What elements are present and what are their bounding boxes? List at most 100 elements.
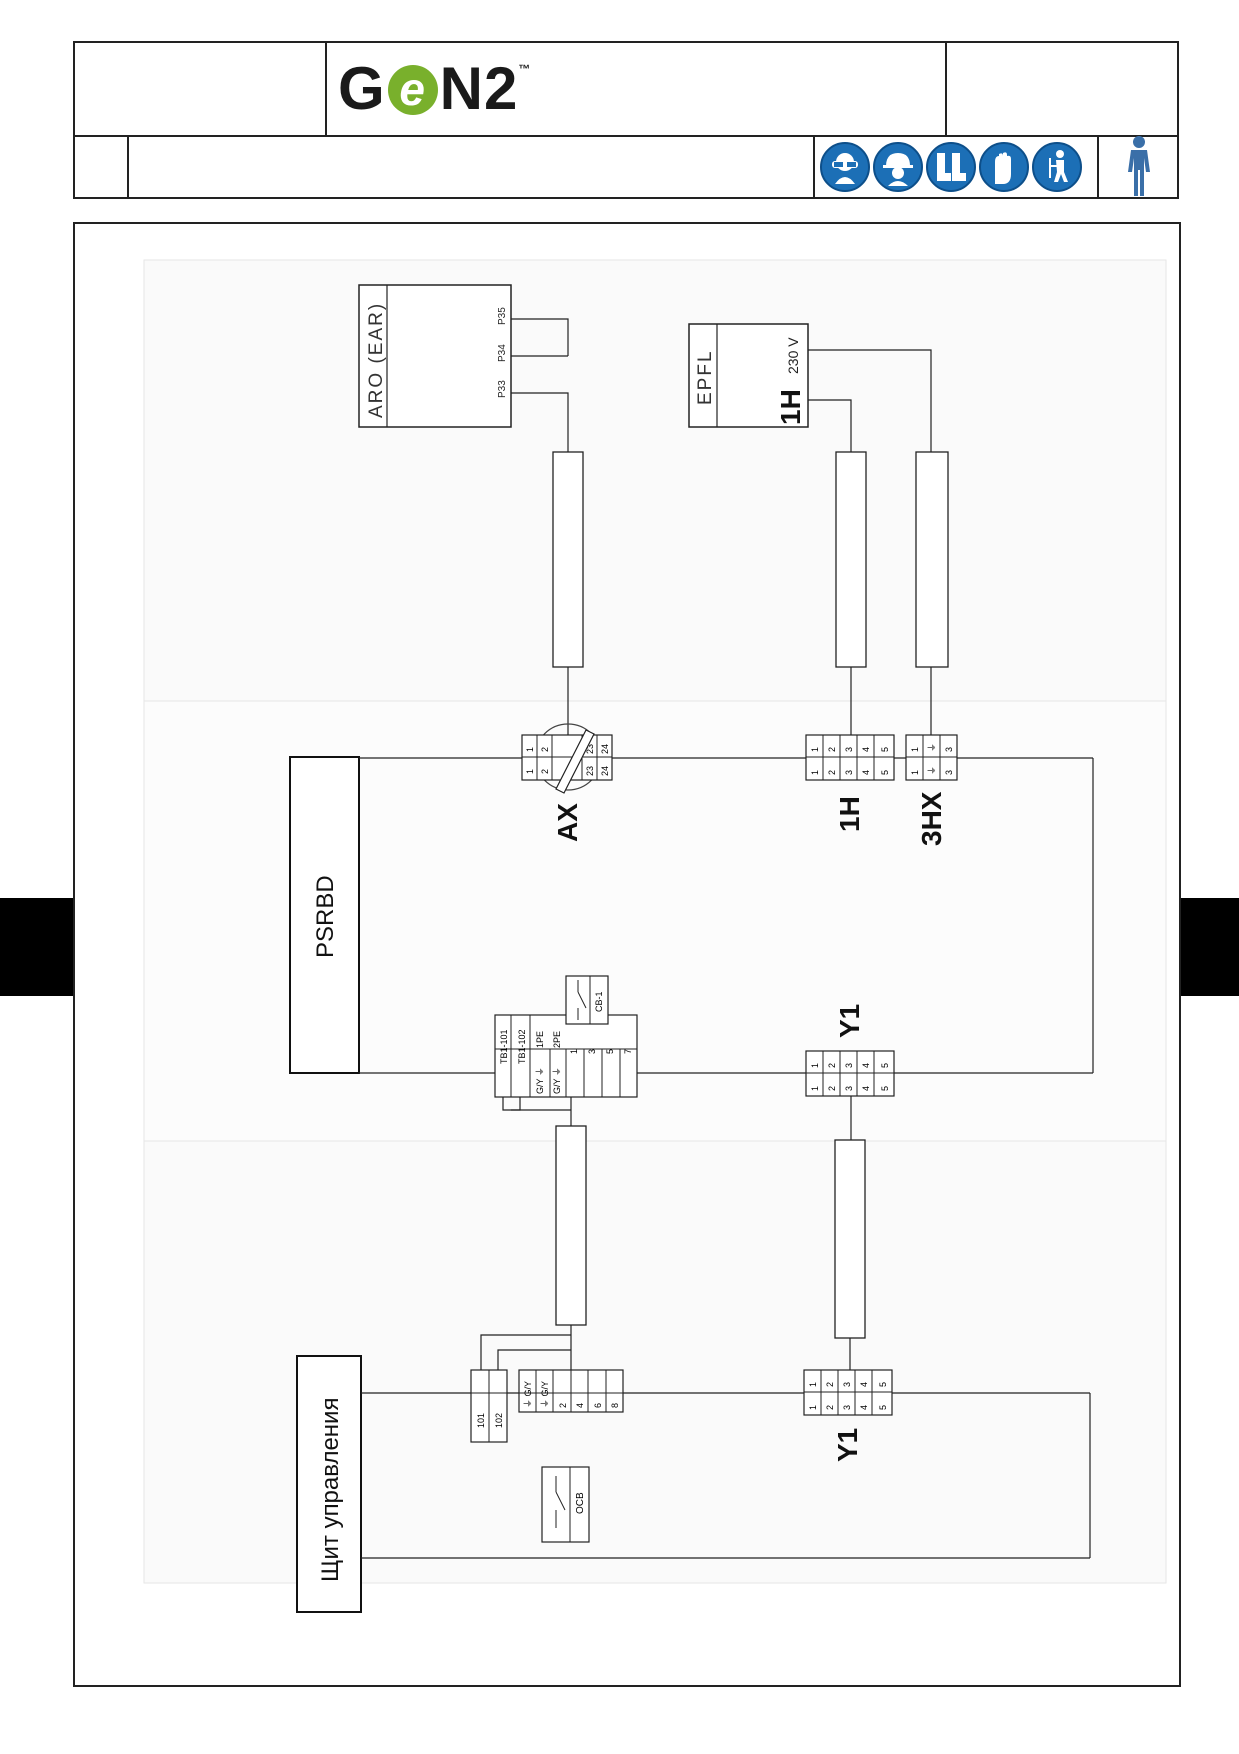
control-terminal-label: 102 bbox=[494, 1413, 504, 1428]
y1-terminal: 3 bbox=[844, 1063, 854, 1068]
3hx-terminal: 3 bbox=[944, 747, 954, 752]
psrbd-label: PSRBD bbox=[312, 875, 339, 958]
3hx-terminal: ⏚ bbox=[927, 743, 937, 752]
ax-terminal: 1 bbox=[525, 747, 535, 752]
aro-pin-p34: P34 bbox=[497, 344, 508, 362]
control-terminal-strip: ⏚ G/Y ⏚ G/Y 2 4 6 8 bbox=[518, 1369, 624, 1413]
terminal-1h: 1 2 3 4 5 1 2 3 4 5 1H bbox=[805, 734, 895, 832]
title-block-divider bbox=[945, 43, 947, 135]
3hx-terminal: ⏚ bbox=[927, 766, 937, 775]
y1-terminal: 2 bbox=[827, 1086, 837, 1091]
epfl-device: EPFL 1H 230 V bbox=[688, 323, 932, 452]
y1-terminal: 3 bbox=[842, 1382, 852, 1387]
terminal-y1-bottom: 1 2 3 4 5 1 2 3 4 5 Y1 bbox=[803, 1369, 893, 1462]
1h-terminal: 4 bbox=[861, 747, 871, 752]
y1-terminal: 3 bbox=[842, 1405, 852, 1410]
control-strip-terminal: 6 bbox=[593, 1403, 603, 1408]
control-panel-box bbox=[296, 1355, 362, 1613]
aro-pin-p35: P35 bbox=[497, 307, 508, 325]
ax-connector: 1 2 1 2 23 24 23 24 AX bbox=[521, 723, 613, 842]
epfl-1h-label: 1H bbox=[775, 389, 806, 425]
cable-power bbox=[555, 1125, 587, 1326]
diagram-frame bbox=[73, 222, 1181, 1687]
3hx-terminal: 3 bbox=[944, 770, 954, 775]
hard-hat-icon bbox=[873, 142, 923, 192]
protective-gloves-icon bbox=[979, 142, 1029, 192]
side-tab-right bbox=[1181, 898, 1239, 996]
tb1-terminal: 3 bbox=[587, 1049, 597, 1054]
epfl-label: EPFL bbox=[695, 349, 716, 405]
ax-terminal: 23 bbox=[585, 766, 595, 776]
y1-terminal: 1 bbox=[810, 1063, 820, 1068]
y1-terminal: 2 bbox=[825, 1405, 835, 1410]
safety-boots-icon bbox=[926, 142, 976, 192]
ocb-label: OCB bbox=[575, 1492, 586, 1514]
control-terminal-label: 101 bbox=[476, 1413, 486, 1428]
tb1-terminal: 1 bbox=[569, 1049, 579, 1054]
control-strip-terminal: ⏚ G/Y bbox=[540, 1381, 550, 1408]
cable-aro bbox=[552, 451, 584, 668]
tb1-label: TB1-101 bbox=[499, 1029, 509, 1064]
1h-terminal: 5 bbox=[880, 770, 890, 775]
ocb-breaker: OCB bbox=[541, 1466, 590, 1543]
1h-terminal: 4 bbox=[861, 770, 871, 775]
y1-terminal: 5 bbox=[880, 1086, 890, 1091]
1h-terminal: 3 bbox=[844, 770, 854, 775]
y1-top-label: Y1 bbox=[834, 1004, 865, 1038]
y1-terminal: 2 bbox=[827, 1063, 837, 1068]
control-strip-terminal: 8 bbox=[610, 1403, 620, 1408]
1h-terminal: 2 bbox=[827, 770, 837, 775]
aro-pin-p33: P33 bbox=[497, 380, 508, 398]
ax-terminal: 24 bbox=[600, 744, 610, 754]
title-block bbox=[73, 41, 1179, 199]
aro-ear-label: ARO (EAR) bbox=[366, 302, 387, 418]
y1-terminal: 1 bbox=[808, 1405, 818, 1410]
zone-top bbox=[143, 259, 1167, 702]
ax-label: AX bbox=[552, 803, 583, 842]
tb1-terminal: G/Y ⏚ bbox=[535, 1067, 545, 1094]
y1-terminal: 4 bbox=[861, 1086, 871, 1091]
y1-terminal: 2 bbox=[825, 1382, 835, 1387]
safety-glasses-icon bbox=[820, 142, 870, 192]
psrbd-box bbox=[289, 756, 360, 1074]
epfl-voltage-label: 230 V bbox=[785, 337, 801, 374]
person-icon bbox=[1122, 134, 1156, 200]
y1-terminal: 1 bbox=[810, 1086, 820, 1091]
ax-terminal: 2 bbox=[540, 747, 550, 752]
ax-terminal: 2 bbox=[540, 769, 550, 774]
control-strip-terminal: ⏚ G/Y bbox=[523, 1381, 533, 1408]
y1-bottom-label: Y1 bbox=[832, 1428, 863, 1462]
y1-terminal: 3 bbox=[844, 1086, 854, 1091]
title-block-divider bbox=[1097, 135, 1099, 199]
cb1-label: CB-1 bbox=[594, 991, 604, 1012]
tb1-terminal: 5 bbox=[605, 1049, 615, 1054]
y1-terminal: 5 bbox=[878, 1382, 888, 1387]
3hx-terminal: 1 bbox=[910, 770, 920, 775]
1h-terminal: 5 bbox=[880, 747, 890, 752]
logo-e-mark: e bbox=[387, 65, 438, 115]
cable-1h bbox=[835, 451, 867, 668]
terminal-3hx: 1 ⏚ 3 1 ⏚ 3 3HX bbox=[905, 734, 958, 846]
1h-terminal: 3 bbox=[844, 747, 854, 752]
title-block-divider bbox=[127, 135, 129, 199]
ax-terminal: 24 bbox=[600, 766, 610, 776]
y1-terminal: 5 bbox=[878, 1405, 888, 1410]
1h-terminal: 1 bbox=[810, 747, 820, 752]
ax-terminal: 1 bbox=[525, 769, 535, 774]
y1-terminal: 1 bbox=[808, 1382, 818, 1387]
y1-terminal: 5 bbox=[880, 1063, 890, 1068]
title-block-divider bbox=[75, 135, 1179, 137]
3hx-label: 3HX bbox=[916, 791, 947, 846]
3hx-terminal: 1 bbox=[910, 747, 920, 752]
control-panel-label: Щит управления bbox=[317, 1398, 344, 1582]
side-tab-left bbox=[0, 898, 73, 996]
aro-ear-device: ARO (EAR) P33 P34 P35 bbox=[358, 284, 569, 452]
cable-y1 bbox=[834, 1139, 866, 1339]
tb1-terminal: 1PE bbox=[535, 1031, 545, 1048]
y1-terminal: 4 bbox=[861, 1063, 871, 1068]
cable-3hx bbox=[915, 451, 949, 668]
control-strip-terminal: 2 bbox=[558, 1403, 568, 1408]
tb1-label: TB1-102 bbox=[517, 1029, 527, 1064]
